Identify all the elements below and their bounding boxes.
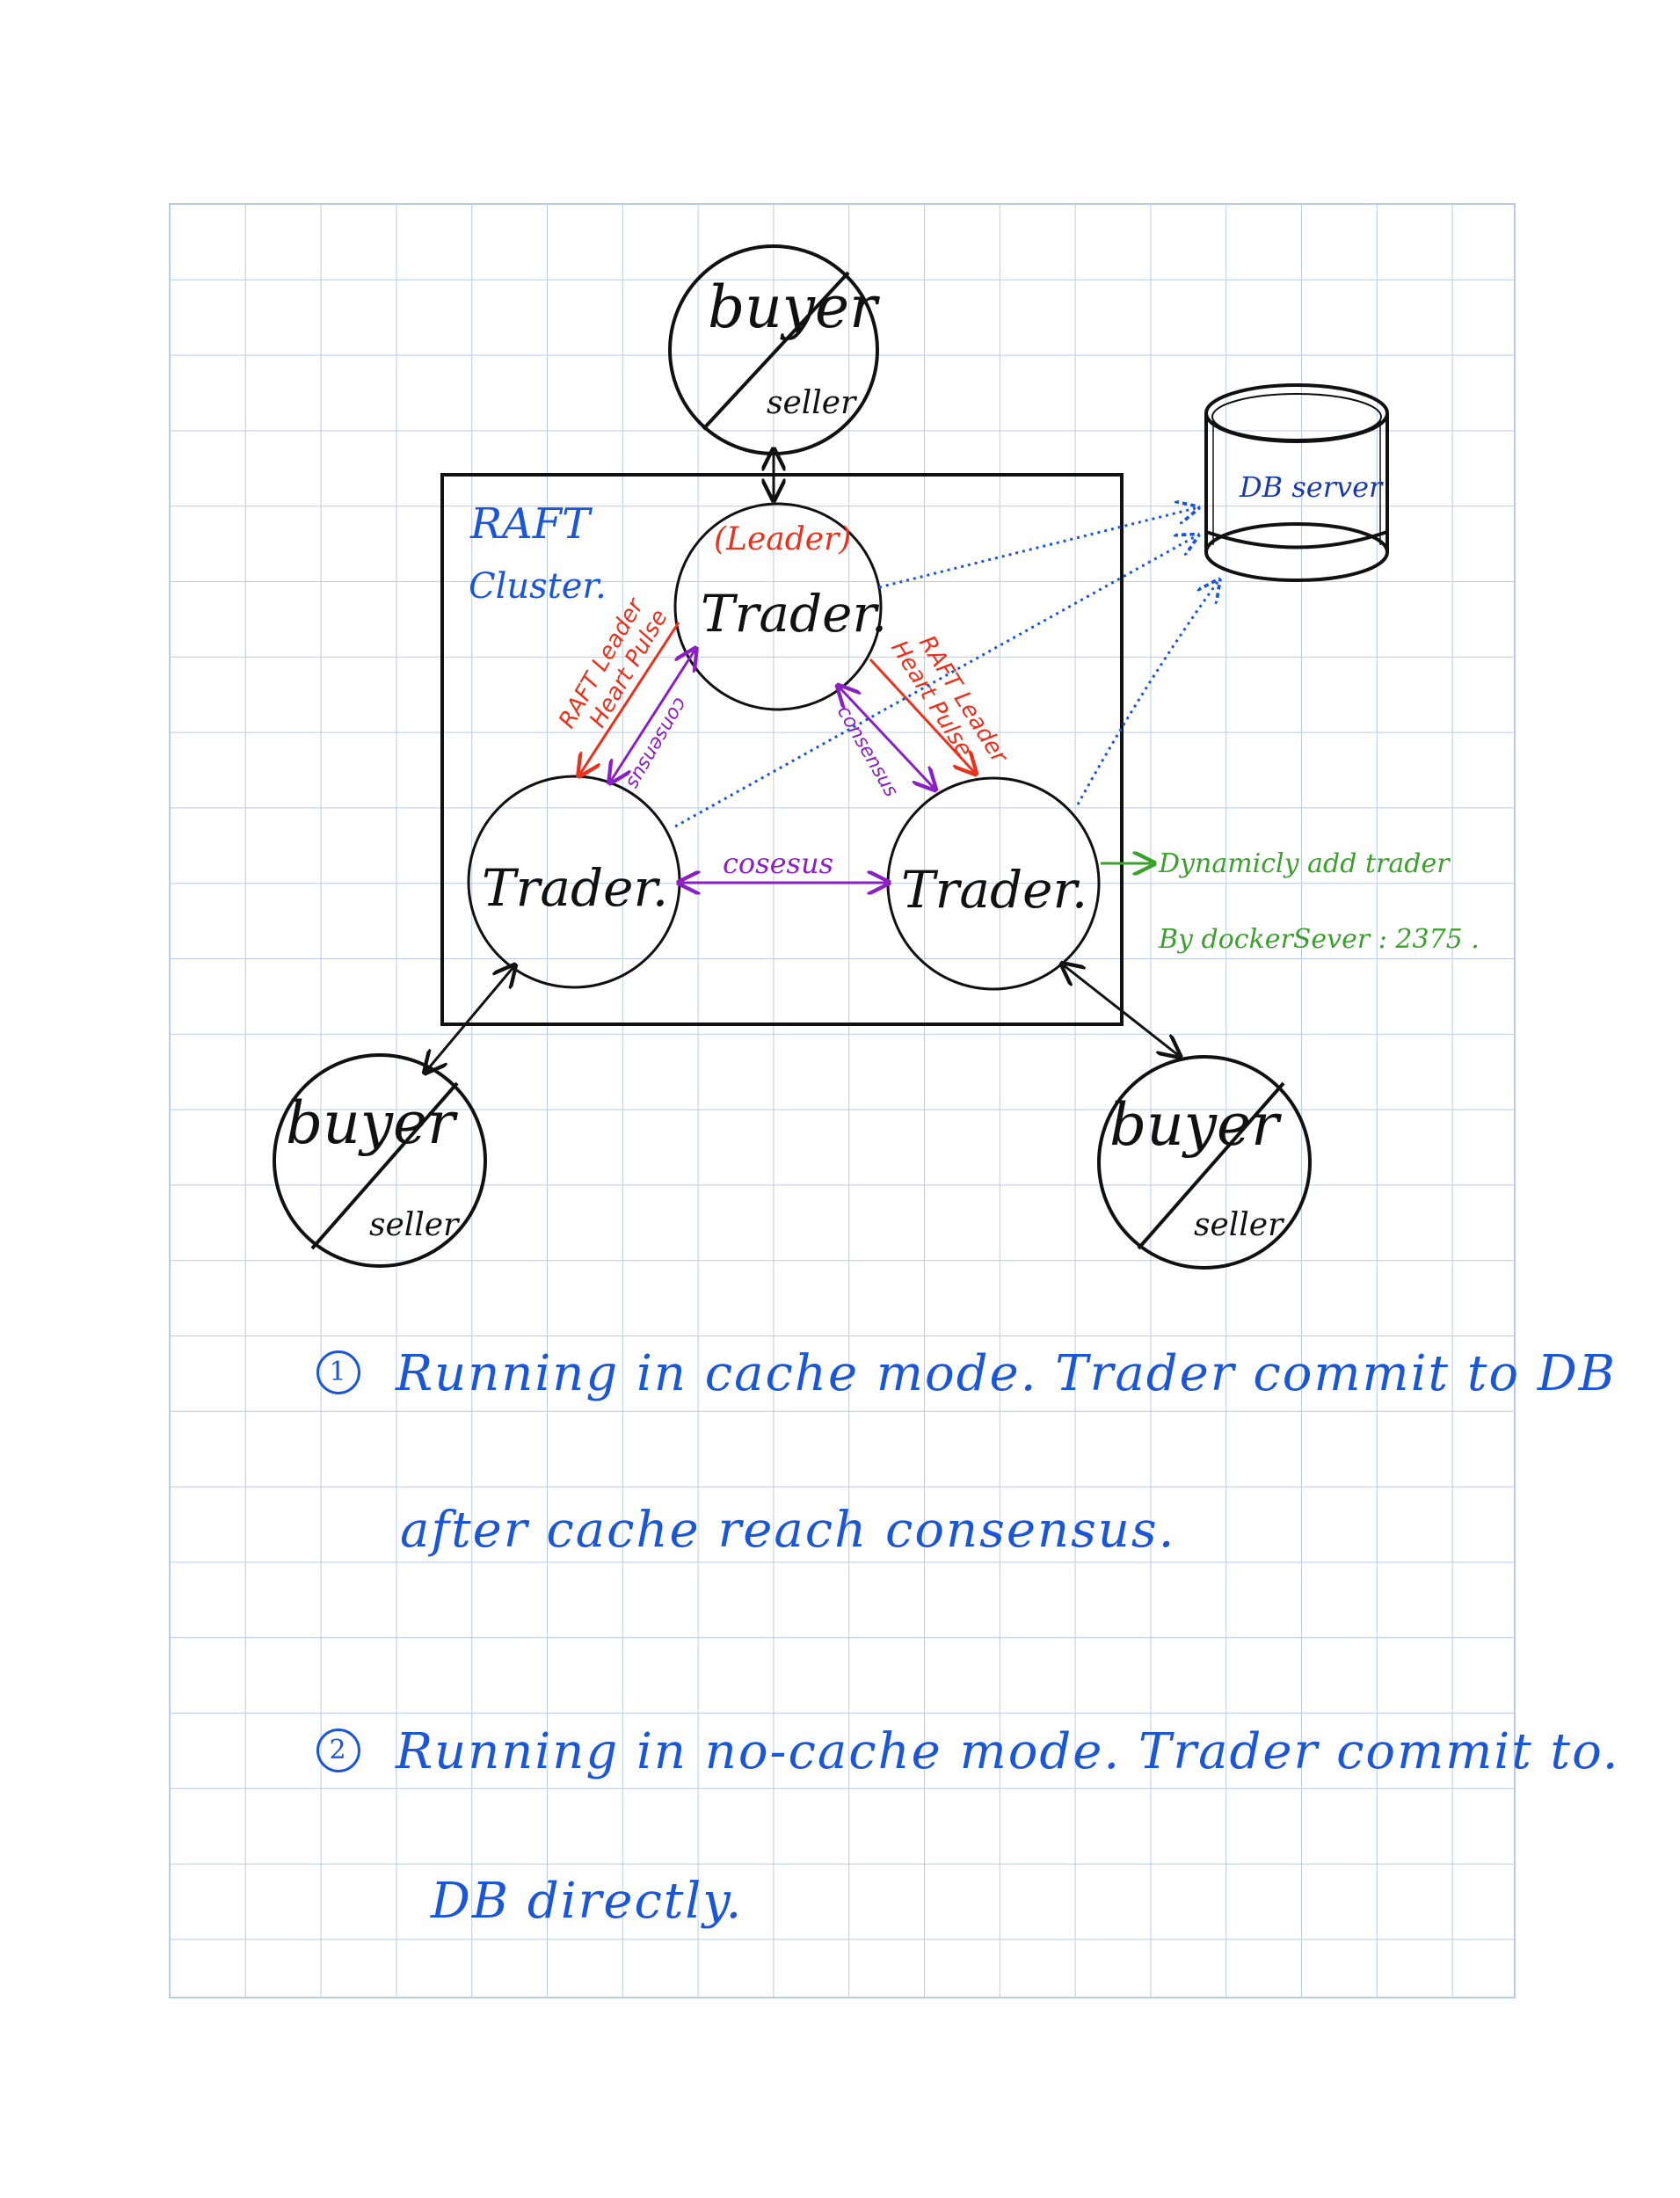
client-left: buyer seller: [273, 1053, 487, 1268]
arrow-client-left-trader: [426, 967, 513, 1071]
db-label: DB server: [1239, 470, 1384, 504]
consensus-bottom-label: cosesus: [723, 847, 833, 880]
db-top-ellipse-inner: [1211, 393, 1382, 440]
client-right-divider: [1137, 1081, 1285, 1250]
client-right-buyer: buyer: [1109, 1091, 1282, 1159]
note-1-number: 1: [316, 1350, 360, 1394]
trader-right: Trader.: [886, 776, 1101, 991]
consensus-arrow-right: [840, 688, 934, 788]
db-server: DB server: [1204, 383, 1389, 582]
note-2-number: 2: [316, 1728, 360, 1772]
dynamic-add-line1: Dynamicly add trader: [1158, 848, 1451, 879]
trader-leader: (Leader) Trader.: [673, 502, 887, 711]
note-2-text-1: Running in no-cache mode. Trader commit …: [396, 1723, 1620, 1780]
client-left-divider: [310, 1081, 459, 1250]
trader-right-label: Trader.: [901, 860, 1087, 920]
cluster-title-raft: RAFT: [469, 499, 593, 549]
client-top-buyer: buyer: [708, 273, 880, 341]
graph-paper-border: [169, 203, 1516, 1998]
note-1-line-2: after cache reach consensus.: [400, 1502, 1175, 1559]
client-top-seller: seller: [767, 385, 857, 421]
leader-tag: (Leader): [714, 521, 851, 557]
dynamic-add-line2: By dockerSever : 2375 .: [1158, 924, 1480, 955]
client-right: buyer seller: [1097, 1055, 1312, 1270]
note-2-text-2: DB directly.: [431, 1873, 744, 1930]
client-left-buyer: buyer: [286, 1089, 458, 1157]
db-bottom-ridge: [1205, 530, 1388, 550]
consensus-arrow-left: [611, 651, 695, 781]
client-left-seller: seller: [369, 1207, 460, 1243]
client-top-divider: [702, 271, 850, 431]
client-top: buyer seller: [668, 244, 880, 455]
trader-left-label: Trader.: [482, 858, 668, 918]
client-left-circle: [273, 1053, 487, 1268]
client-right-seller: seller: [1194, 1207, 1284, 1243]
trader-left: Trader.: [467, 775, 681, 989]
cluster-title-cluster: Cluster.: [469, 566, 607, 607]
note-1-text-1: Running in cache mode. Trader commit to …: [396, 1345, 1617, 1402]
trader-leader-circle: [673, 502, 883, 711]
db-link-leader: [878, 508, 1196, 589]
db-link-left: [674, 536, 1196, 828]
arrow-client-right-trader: [1064, 965, 1178, 1055]
client-right-circle: [1097, 1055, 1312, 1270]
note-1-line-1: 1 Running in cache mode. Trader commit to…: [316, 1345, 1617, 1402]
note-2-line-2: DB directly.: [431, 1873, 743, 1930]
note-1-text-2: after cache reach consensus.: [400, 1502, 1176, 1559]
note-2-line-1: 2 Running in no-cache mode. Trader commit…: [316, 1723, 1620, 1780]
trader-leader-label: Trader.: [701, 584, 887, 644]
